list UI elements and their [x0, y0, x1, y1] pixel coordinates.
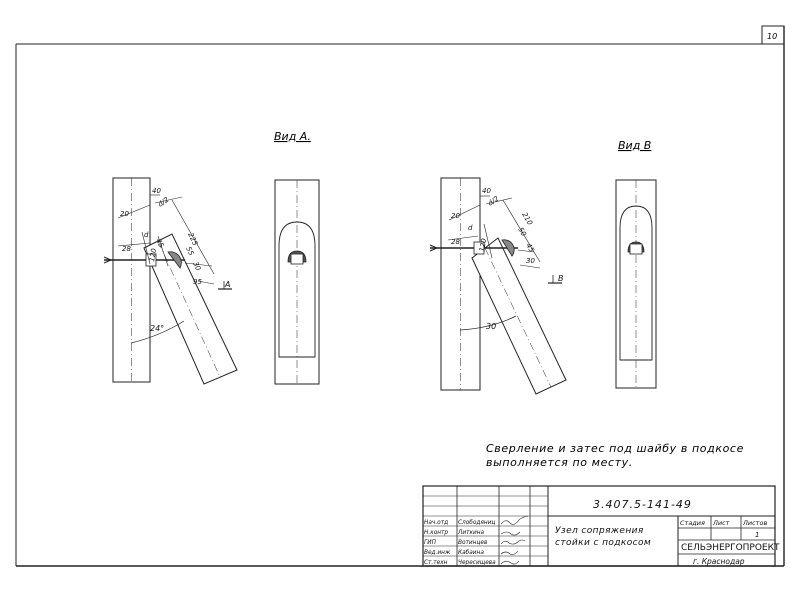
- role-1: Нач.отд: [424, 520, 448, 526]
- dim-b-210: 210: [520, 211, 534, 227]
- dim-b-d2: d/2: [487, 194, 501, 207]
- role-4: Вед.инж: [424, 550, 451, 556]
- dim-a-55: 55: [184, 245, 195, 257]
- name-4: Кабаина: [458, 550, 484, 556]
- view-a-elevation: [103, 177, 238, 385]
- dim-b-30: 30: [526, 257, 535, 265]
- title-line-1: Узел сопряжения: [555, 526, 644, 536]
- angle-b: 30: [486, 322, 496, 331]
- view-a-front: [274, 179, 320, 385]
- name-5: Чересищева: [458, 560, 496, 566]
- col-stage: Стадия: [680, 519, 705, 527]
- angle-a: 24°: [150, 324, 164, 333]
- col-sheets: Листов: [742, 519, 767, 527]
- title-line-2: стойки с подкосом: [555, 538, 651, 548]
- dim-b-d: d: [468, 224, 473, 232]
- view-b-title: Вид В: [618, 139, 651, 152]
- marker-a: А: [224, 280, 230, 289]
- dim-a-95: 95: [193, 278, 202, 286]
- dim-b-50: 50: [516, 226, 528, 238]
- role-5: Ст.техн: [424, 560, 448, 566]
- org-name: СЕЛЬЭНЕРГОПРОЕКТ: [681, 543, 780, 553]
- marker-b: В: [558, 274, 564, 283]
- note-line-2: выполняется по месту.: [486, 456, 633, 469]
- dim-a-120: 120: [148, 247, 158, 262]
- note-line-1: Сверление и затес под шайбу в подкосе: [486, 442, 744, 455]
- view-a-title: Вид А.: [274, 130, 311, 143]
- dim-b-45: 45: [524, 242, 536, 254]
- dim-a-d2: d/2: [157, 195, 171, 208]
- doc-code: 3.407.5-141-49: [593, 498, 692, 511]
- role-3: ГИП: [424, 540, 437, 546]
- name-3: Вотинцев: [458, 540, 488, 546]
- col-sheet: Лист: [712, 519, 730, 527]
- page-number: 10: [767, 32, 777, 41]
- view-b-front: [615, 179, 657, 389]
- title-block-text: 3.407.5-141-49 Узел сопряжения стойки с …: [424, 498, 780, 566]
- dim-b-28: 28: [451, 238, 460, 246]
- role-2: Н.контр: [424, 530, 448, 536]
- sheets-total: 1: [755, 531, 759, 539]
- dim-a-28: 28: [122, 245, 131, 253]
- dim-a-40: 40: [152, 187, 161, 195]
- view-a-dimensions: 40 20 d/2 225 45 55 30 95 d 28 120 24° А: [120, 187, 230, 333]
- dim-a-30: 30: [191, 260, 202, 272]
- sheet-frame: [15, 25, 785, 567]
- dim-b-40: 40: [482, 187, 491, 195]
- title-block: [422, 485, 776, 567]
- dim-a-20: 20: [120, 210, 129, 218]
- name-2: Литкина: [457, 530, 485, 536]
- org-city: г. Краснодар: [693, 557, 745, 566]
- view-b-elevation: [429, 177, 567, 395]
- dim-b-120: 120: [478, 237, 488, 252]
- dim-b-20: 20: [451, 212, 460, 220]
- dim-a-d: d: [144, 231, 149, 239]
- name-1: Слободяниц: [458, 520, 495, 526]
- dim-a-45: 45: [154, 237, 165, 249]
